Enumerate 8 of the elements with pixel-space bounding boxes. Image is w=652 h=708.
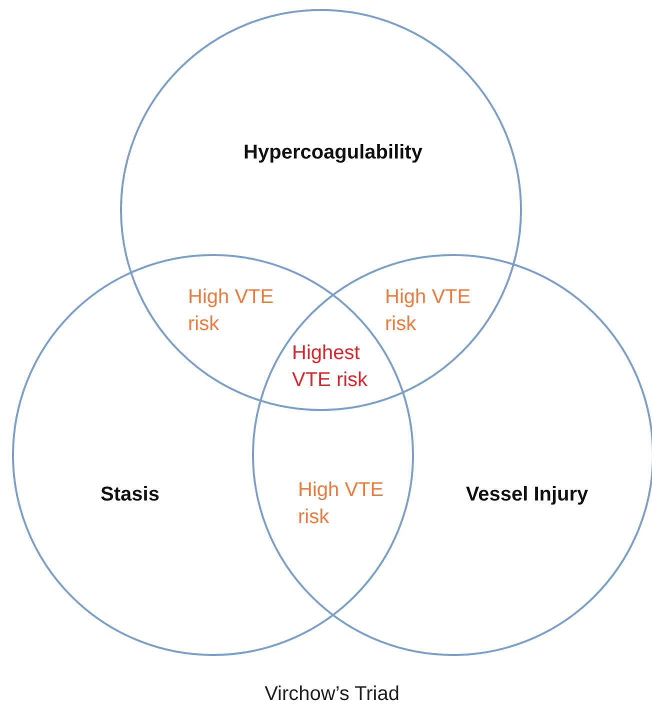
caption: Virchow’s Triad <box>264 683 400 706</box>
circle-label: Vessel Injury <box>466 484 588 506</box>
overlap-label: High VTE risk <box>298 478 385 530</box>
overlap-label: High VTE risk <box>188 285 275 337</box>
overlap-label: Highest VTE risk <box>292 341 369 393</box>
circle-label: Stasis <box>100 484 160 506</box>
circle-label: Hypercoagulability <box>244 142 422 164</box>
overlap-label: High VTE risk <box>385 285 472 337</box>
